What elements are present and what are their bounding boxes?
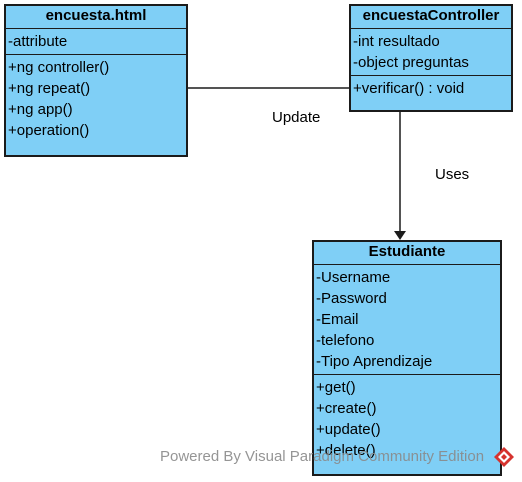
operation: +ng repeat() [8,80,91,97]
operation: +update() [316,421,381,438]
visual-paradigm-logo-icon [494,447,514,467]
attribute: -telefono [316,332,375,349]
operation: +ng app() [8,101,73,118]
operations-section: +verificar() : void [351,76,511,101]
update-relation-label: Update [272,109,321,126]
operation: +get() [316,379,356,396]
attributes-section: -int resultado -object preguntas [351,29,511,76]
attribute: -object preguntas [353,54,469,71]
attribute: -Username [316,269,391,286]
class-estudiante[interactable]: Estudiante -Username -Password -Email -t… [312,240,502,476]
attributes-section: -attribute [6,29,186,55]
uses-relation-label: Uses [435,166,470,183]
class-name: encuestaController [351,6,511,29]
operations-section: +ng controller() +ng repeat() +ng app() … [6,55,186,143]
operation: +create() [316,400,377,417]
operation: +operation() [8,122,90,139]
operation: +delete() [316,442,376,459]
attribute: -int resultado [353,33,440,50]
operation: +verificar() : void [353,80,465,97]
uses-arrowhead [394,231,406,240]
attribute: -Email [316,311,359,328]
attribute: -Tipo Aprendizaje [316,353,433,370]
attributes-section: -Username -Password -Email -telefono -Ti… [314,265,500,375]
class-name: Estudiante [314,242,500,265]
watermark-text: Powered By Visual Paradigm Community Edi… [160,448,485,465]
attribute: -Password [316,290,387,307]
attribute: -attribute [8,33,68,50]
class-encuesta-html[interactable]: encuesta.html -attribute +ng controller(… [4,4,188,157]
operations-section: +get() +create() +update() +delete() [314,375,500,463]
operation: +ng controller() [8,59,110,76]
class-name: encuesta.html [6,6,186,29]
class-encuesta-controller[interactable]: encuestaController -int resultado -objec… [349,4,513,112]
